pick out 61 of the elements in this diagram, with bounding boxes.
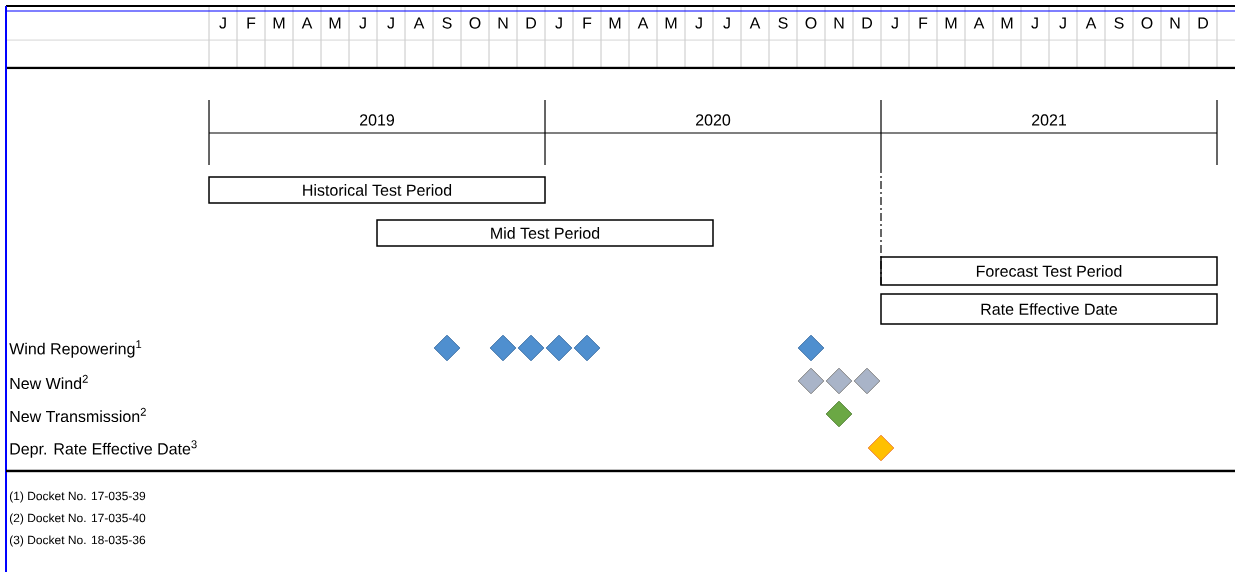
month-letter: J [1031, 17, 1038, 29]
row-label: Wind Repowering$^{1}$ [9, 340, 142, 358]
month-letter: M [665, 17, 677, 29]
month-letter: N [1170, 17, 1180, 29]
month-letter: J [1059, 17, 1066, 29]
milestone-diamond [853, 367, 881, 395]
milestone-diamond [867, 434, 895, 462]
month-letter: M [329, 17, 341, 29]
month-letter: D [1198, 17, 1208, 29]
month-letter: M [273, 17, 285, 29]
month-letter: J [387, 17, 394, 29]
period-bar: Rate Effective Date [880, 293, 1218, 325]
month-letter: D [526, 17, 536, 29]
month-letter: A [1085, 17, 1097, 29]
month-letter: A [637, 17, 649, 29]
year-label: 2021 [1032, 114, 1066, 126]
month-letter: J [219, 17, 226, 29]
month-letter: S [778, 17, 788, 29]
milestone-diamond [797, 334, 825, 362]
month-letter: O [469, 17, 481, 29]
month-letter: M [1001, 17, 1013, 29]
month-letter: J [891, 17, 898, 29]
month-letter: J [359, 17, 366, 29]
month-letter: A [301, 17, 313, 29]
month-letter: F [247, 17, 256, 29]
month-letter: J [723, 17, 730, 29]
milestone-diamond [825, 400, 853, 428]
month-letter: N [834, 17, 844, 29]
month-letter: A [749, 17, 761, 29]
month-letter: J [555, 17, 562, 29]
month-letter: M [609, 17, 621, 29]
month-letter: S [1114, 17, 1124, 29]
milestone-diamond [489, 334, 517, 362]
month-letter: N [498, 17, 508, 29]
period-bar: Mid Test Period [376, 219, 714, 247]
month-letter: F [583, 17, 592, 29]
month-letter: M [945, 17, 957, 29]
month-letter: A [413, 17, 425, 29]
period-bar: Historical Test Period [208, 176, 546, 204]
year-label: 2020 [696, 114, 731, 126]
milestone-diamond [825, 367, 853, 395]
milestone-diamond [545, 334, 573, 362]
milestone-diamond [517, 334, 545, 362]
month-letter: S [442, 17, 452, 29]
month-letter: J [695, 17, 702, 29]
milestone-diamond [573, 334, 601, 362]
month-letter: F [919, 17, 928, 29]
month-letter: O [805, 17, 817, 29]
row-label: Depr. Rate Effective Date$^{3}$ [10, 440, 197, 458]
row-label: New Wind$^{2}$ [10, 374, 88, 390]
footnote: (3) Docket No. 18-035-36 [9, 535, 146, 547]
footnote: (2) Docket No. 17-035-40 [9, 513, 146, 525]
year-label: 2019 [360, 114, 395, 126]
period-bar: Forecast Test Period [880, 256, 1218, 286]
month-letter: O [1141, 17, 1153, 29]
footnote: (1) Docket No. 17-035-39 [9, 491, 146, 503]
milestone-diamond [797, 367, 825, 395]
row-label: New Transmission$^{2}$ [10, 407, 146, 423]
milestone-diamond [433, 334, 461, 362]
month-letter: A [973, 17, 985, 29]
month-letter: D [862, 17, 872, 29]
